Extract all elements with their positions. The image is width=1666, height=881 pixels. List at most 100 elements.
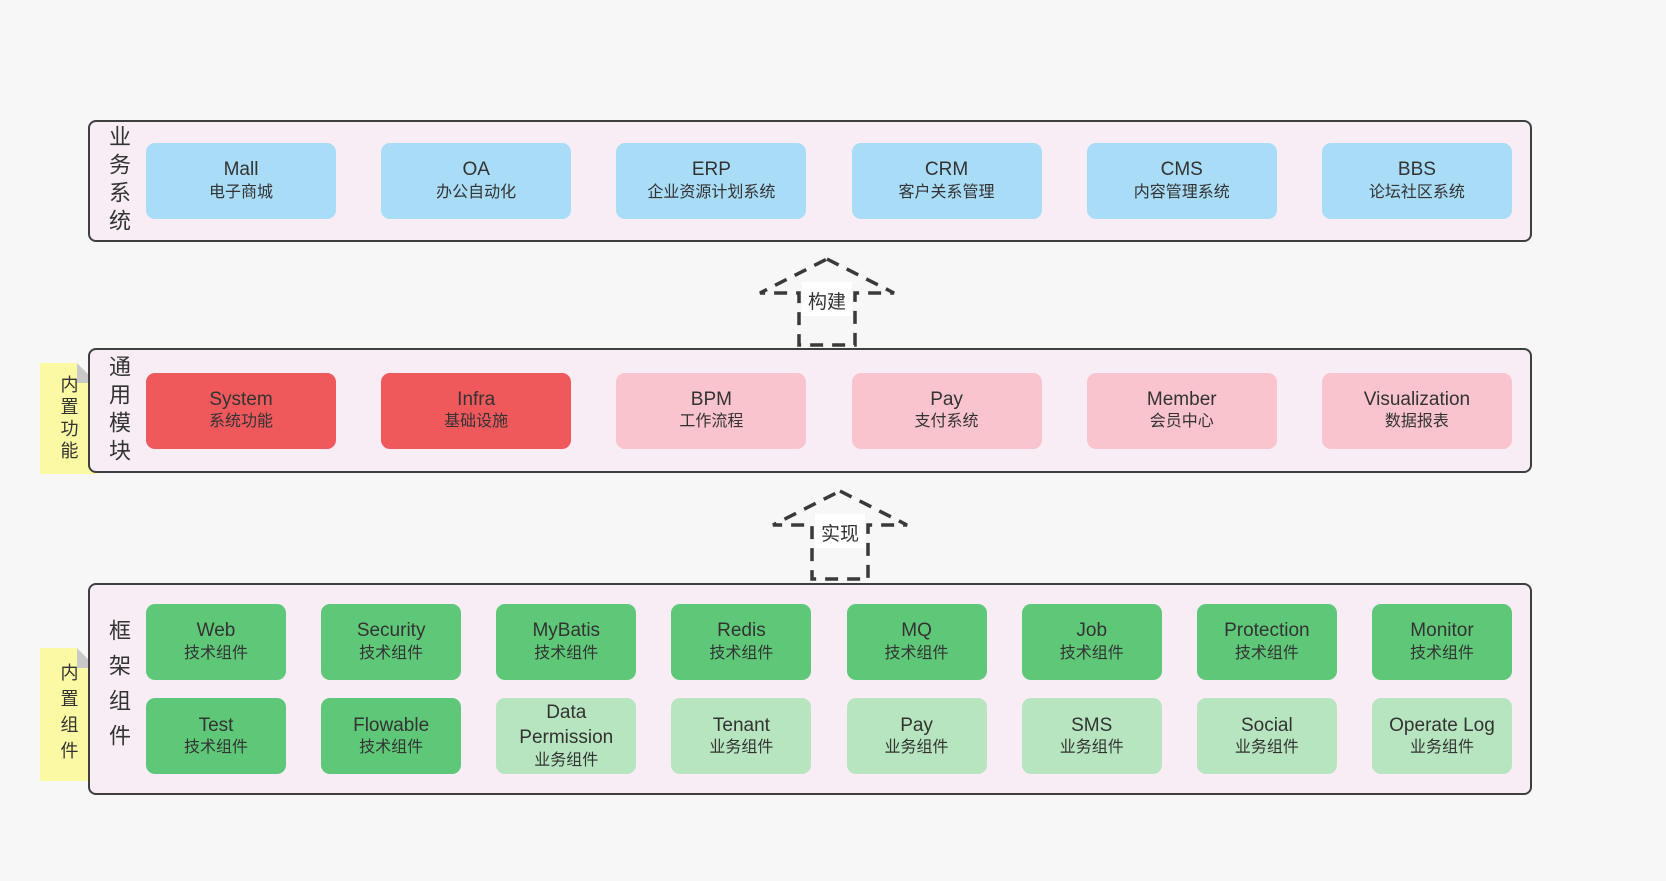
business-systems-label: 业务系统 xyxy=(106,125,131,237)
up-block-arrow-icon xyxy=(772,489,908,581)
box-mq-name: MQ xyxy=(901,619,932,641)
box-sms-desc: 业务组件 xyxy=(1059,739,1124,757)
business-systems-panel: 业务系统 Mall 电子商城 OA 办公自动化 ERP 企业资源计划系统 CRM… xyxy=(88,120,1532,242)
box-flowable: Flowable 技术组件 xyxy=(321,698,462,775)
builtin-functions-sticky-label: 内置功能 xyxy=(58,374,79,463)
box-operate-log-name: Operate Log xyxy=(1389,714,1495,736)
box-infra: Infra 基础设施 xyxy=(381,372,572,449)
box-social-name: Social xyxy=(1240,714,1293,736)
box-sms: SMS 业务组件 xyxy=(1021,698,1162,775)
box-member: Member 会员中心 xyxy=(1086,372,1277,449)
box-job: Job 技术组件 xyxy=(1021,603,1162,680)
implement-arrow-label: 实现 xyxy=(821,523,859,545)
box-tenant-desc: 业务组件 xyxy=(709,739,774,757)
framework-components-panel: 框架组件 Web 技术组件 Security 技术组件 MyBatis 技术组件… xyxy=(88,583,1532,795)
box-test-desc: 技术组件 xyxy=(183,739,248,757)
box-pay-module: Pay 支付系统 xyxy=(851,372,1042,449)
box-web: Web 技术组件 xyxy=(146,603,286,680)
box-security-desc: 技术组件 xyxy=(359,644,424,662)
box-flowable-name: Flowable xyxy=(353,714,430,736)
box-flowable-desc: 技术组件 xyxy=(359,739,424,757)
box-mybatis-name: MyBatis xyxy=(532,619,601,641)
box-mq: MQ 技术组件 xyxy=(846,603,987,680)
box-data-permission-name: Data Permission xyxy=(519,702,614,748)
box-member-desc: 会员中心 xyxy=(1149,413,1214,431)
box-operate-log-desc: 业务组件 xyxy=(1409,739,1474,757)
box-visualization: Visualization 数据报表 xyxy=(1321,372,1512,449)
box-protection: Protection 技术组件 xyxy=(1196,603,1337,680)
box-redis-name: Redis xyxy=(717,619,766,641)
builtin-components-sticky: 内置组件 xyxy=(40,648,97,781)
box-security: Security 技术组件 xyxy=(321,603,462,680)
box-data-permission-desc: 业务组件 xyxy=(534,751,599,769)
box-bbs-name: BBS xyxy=(1397,159,1436,181)
box-crm: CRM 客户关系管理 xyxy=(851,143,1042,219)
box-pay-module-name: Pay xyxy=(930,388,963,410)
box-monitor-desc: 技术组件 xyxy=(1409,644,1474,662)
box-bbs: BBS 论坛社区系统 xyxy=(1321,143,1512,219)
box-crm-desc: 客户关系管理 xyxy=(898,183,995,201)
box-pay-component: Pay 业务组件 xyxy=(846,698,987,775)
box-visualization-desc: 数据报表 xyxy=(1384,413,1449,431)
box-social-desc: 业务组件 xyxy=(1234,739,1299,757)
box-member-name: Member xyxy=(1146,388,1217,410)
box-oa-desc: 办公自动化 xyxy=(436,183,517,201)
box-infra-name: Infra xyxy=(457,388,496,410)
box-mall: Mall 电子商城 xyxy=(146,143,336,219)
box-monitor-name: Monitor xyxy=(1410,619,1474,641)
box-web-desc: 技术组件 xyxy=(183,644,248,662)
box-oa: OA 办公自动化 xyxy=(381,143,572,219)
builtin-functions-sticky: 内置功能 xyxy=(40,363,97,474)
box-security-name: Security xyxy=(356,619,426,641)
box-pay-component-desc: 业务组件 xyxy=(884,739,949,757)
box-mall-name: Mall xyxy=(223,159,259,181)
box-cms: CMS 内容管理系统 xyxy=(1086,143,1277,219)
box-mybatis: MyBatis 技术组件 xyxy=(496,603,637,680)
box-mybatis-desc: 技术组件 xyxy=(534,644,599,662)
box-data-permission: Data Permission 业务组件 xyxy=(496,698,637,775)
box-bpm-name: BPM xyxy=(690,388,732,410)
box-social: Social 业务组件 xyxy=(1196,698,1337,775)
implement-arrow: 实现 xyxy=(770,488,910,582)
box-erp: ERP 企业资源计划系统 xyxy=(616,143,807,219)
box-mall-desc: 电子商城 xyxy=(208,183,273,201)
box-redis-desc: 技术组件 xyxy=(709,644,774,662)
common-modules-label: 通用模块 xyxy=(106,354,131,467)
box-system: System 系统功能 xyxy=(146,372,336,449)
box-pay-module-desc: 支付系统 xyxy=(914,413,979,431)
common-modules-boxes: System 系统功能 Infra 基础设施 BPM 工作流程 Pay 支付系统… xyxy=(146,350,1530,471)
box-test: Test 技术组件 xyxy=(146,698,286,775)
box-tenant: Tenant 业务组件 xyxy=(671,698,812,775)
box-erp-desc: 企业资源计划系统 xyxy=(647,183,776,201)
common-modules-panel: 通用模块 System 系统功能 Infra 基础设施 BPM 工作流程 Pay… xyxy=(88,348,1532,473)
framework-components-row2: Test 技术组件 Flowable 技术组件 Data Permission … xyxy=(146,698,1530,775)
framework-components-row1: Web 技术组件 Security 技术组件 MyBatis 技术组件 Redi… xyxy=(146,603,1530,680)
build-arrow: 构建 xyxy=(757,256,897,348)
box-bbs-desc: 论坛社区系统 xyxy=(1368,183,1465,201)
box-system-desc: 系统功能 xyxy=(208,413,273,431)
box-visualization-name: Visualization xyxy=(1363,388,1471,410)
box-web-name: Web xyxy=(196,619,236,641)
box-cms-name: CMS xyxy=(1160,159,1203,181)
box-bpm: BPM 工作流程 xyxy=(616,372,807,449)
box-job-desc: 技术组件 xyxy=(1059,644,1124,662)
box-oa-name: OA xyxy=(462,159,490,181)
box-tenant-name: Tenant xyxy=(712,714,770,736)
build-arrow-label: 构建 xyxy=(808,291,846,313)
box-job-name: Job xyxy=(1076,619,1108,641)
framework-components-label: 框架组件 xyxy=(106,619,131,759)
box-system-name: System xyxy=(209,388,273,410)
box-monitor: Monitor 技术组件 xyxy=(1371,603,1512,680)
box-cms-desc: 内容管理系统 xyxy=(1133,183,1230,201)
box-protection-desc: 技术组件 xyxy=(1234,644,1299,662)
builtin-components-sticky-label: 内置组件 xyxy=(58,662,79,767)
box-erp-name: ERP xyxy=(691,159,731,181)
box-operate-log: Operate Log 业务组件 xyxy=(1371,698,1512,775)
box-bpm-desc: 工作流程 xyxy=(679,413,744,431)
box-redis: Redis 技术组件 xyxy=(671,603,812,680)
box-sms-name: SMS xyxy=(1071,714,1113,736)
framework-components-rows: Web 技术组件 Security 技术组件 MyBatis 技术组件 Redi… xyxy=(146,585,1530,793)
box-protection-name: Protection xyxy=(1224,619,1310,641)
box-mq-desc: 技术组件 xyxy=(884,644,949,662)
box-crm-name: CRM xyxy=(924,159,969,181)
